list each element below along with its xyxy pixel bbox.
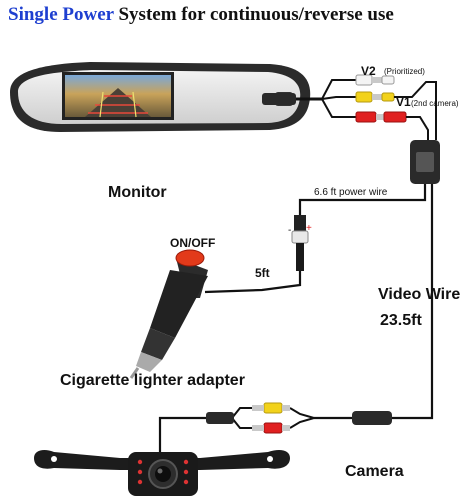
label-minus: -	[288, 225, 292, 236]
label-monitor: Monitor	[108, 184, 167, 201]
label-v1: V1	[396, 95, 411, 109]
dc-power-jack	[291, 215, 309, 271]
label-v2: V2	[361, 64, 376, 78]
camera-red-rca	[252, 422, 290, 434]
cigarette-lighter-adapter	[129, 249, 208, 379]
monitor-cable-connector	[262, 93, 296, 105]
mirror-monitor	[10, 62, 311, 132]
backup-camera	[34, 450, 290, 496]
label-cigarette-adapter: Cigarette lighter adapter	[60, 372, 245, 389]
label-video-wire: Video Wire	[378, 286, 461, 303]
diagram-title: Single Power System for continuous/rever…	[8, 4, 394, 26]
title-rest: System for continuous/reverse use	[113, 4, 394, 25]
video-wire-connector	[352, 411, 392, 425]
camera-yellow-rca	[252, 402, 290, 414]
title-accent: Single Power	[8, 4, 114, 25]
label-v2-note: (Prioritized)	[384, 67, 425, 76]
rca-v2-connector	[355, 74, 395, 86]
power-wire	[298, 184, 427, 215]
label-camera: Camera	[345, 463, 404, 480]
on-off-button	[175, 249, 205, 267]
label-on-off: ON/OFF	[170, 236, 216, 250]
label-power-wire: 6.6 ft power wire	[314, 187, 388, 198]
label-v1-note: (2nd camera)	[411, 99, 459, 108]
rca-red-connector	[355, 111, 407, 123]
video-wire	[392, 184, 434, 420]
label-video-wire-length: 23.5ft	[380, 312, 422, 329]
label-5ft: 5ft	[255, 266, 270, 280]
rca-v1-connector	[355, 91, 395, 103]
label-plus: +	[306, 223, 312, 234]
